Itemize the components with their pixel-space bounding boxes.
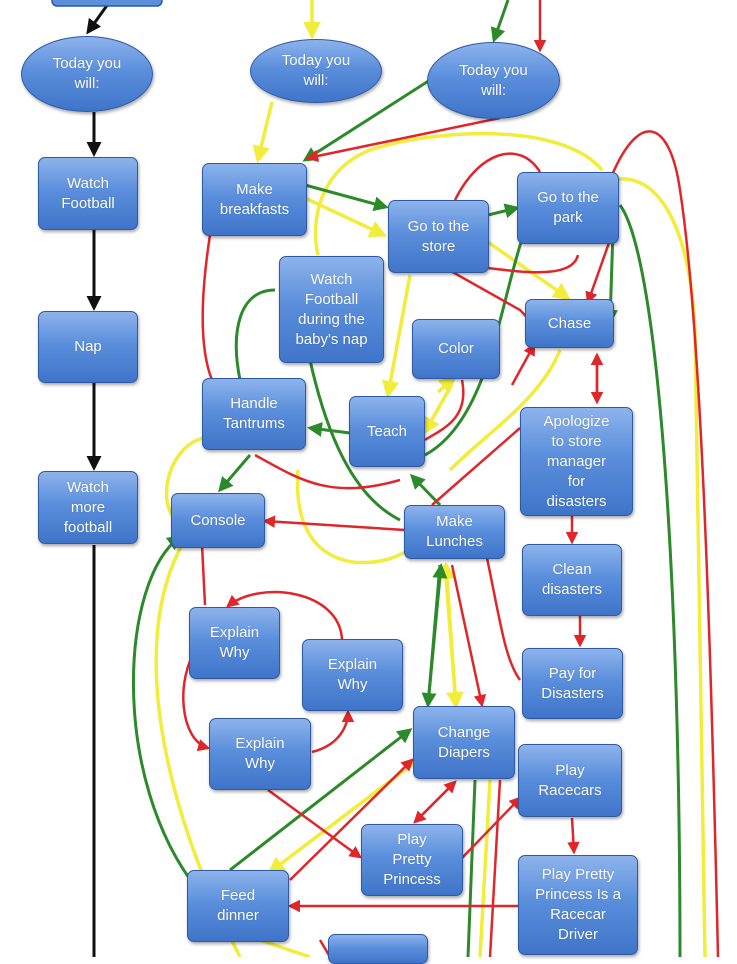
watch-more-football-box: Watch more football: [38, 471, 138, 544]
color-box: Color: [412, 319, 500, 379]
watch-football-during-nap-box: Watch Football during the baby's nap: [279, 256, 384, 363]
make-breakfasts-box: Make breakfasts: [202, 163, 307, 236]
console-box: Console: [171, 493, 265, 548]
explain-why-box-2: Explain Why: [302, 639, 403, 711]
green-flow: [131, 0, 682, 957]
make-lunches-box: Make Lunches: [404, 505, 505, 559]
feed-dinner-box: Feed dinner: [187, 870, 289, 942]
nap-box: Nap: [38, 311, 138, 383]
clean-disasters-box: Clean disasters: [522, 544, 622, 616]
cut-off-box: [328, 934, 428, 964]
handle-tantrums-box: Handle Tantrums: [202, 378, 306, 450]
change-diapers-box: Change Diapers: [413, 706, 515, 779]
pay-for-disasters-box: Pay for Disasters: [522, 648, 623, 719]
play-pretty-princess-racecar-box: Play Pretty Princess Is a Racecar Driver: [518, 855, 638, 955]
explain-why-box-1: Explain Why: [189, 607, 280, 679]
apologize-box: Apologize to store manager for disasters: [520, 407, 633, 516]
today-you-will-oval-3: Today you will:: [427, 42, 560, 119]
black-flow: [51, 0, 163, 957]
chase-box: Chase: [525, 299, 614, 348]
go-to-the-store-box: Go to the store: [388, 200, 489, 273]
watch-football-box: Watch Football: [38, 157, 138, 230]
today-you-will-oval-1: Today you will:: [21, 36, 153, 112]
today-you-will-oval-2: Today you will:: [250, 39, 382, 103]
explain-why-box-3: Explain Why: [209, 718, 311, 790]
teach-box: Teach: [349, 396, 425, 467]
play-racecars-box: Play Racecars: [518, 744, 622, 817]
play-pretty-princess-box: Play Pretty Princess: [361, 824, 463, 896]
go-to-the-park-box: Go to the park: [517, 172, 619, 244]
